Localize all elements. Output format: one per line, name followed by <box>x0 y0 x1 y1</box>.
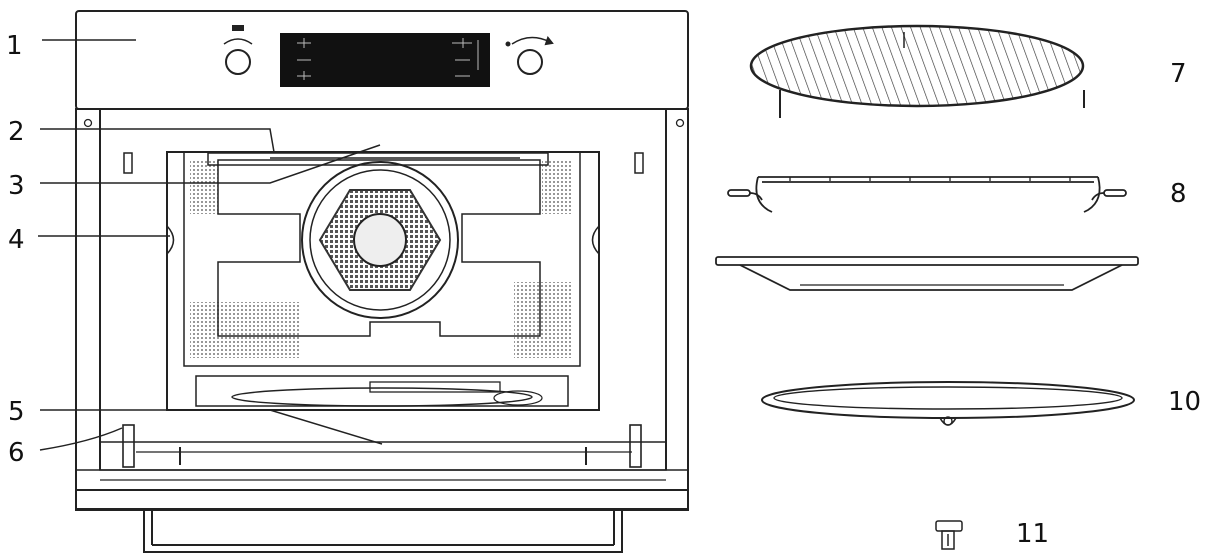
callout-4: 4 <box>8 225 25 255</box>
callout-5: 5 <box>8 397 25 427</box>
baking-tray <box>715 256 1139 291</box>
round-wire-rack <box>749 24 1085 118</box>
callout-11: 11 <box>1016 519 1049 549</box>
callout-7: 7 <box>1170 59 1187 89</box>
callout-numbers: 1 2 3 4 5 6 7 8 10 11 <box>6 31 1201 549</box>
callout-10: 10 <box>1168 387 1201 417</box>
wire-rack-with-handles <box>727 176 1127 213</box>
leader-lines <box>38 39 383 451</box>
oven-cavity <box>123 151 644 411</box>
left-control-knob <box>223 25 253 75</box>
callout-2: 2 <box>8 117 25 147</box>
callout-3: 3 <box>8 171 25 201</box>
oven <box>75 10 689 553</box>
turntable-plate <box>761 381 1135 426</box>
oven-door <box>75 424 689 553</box>
display-screen <box>280 33 490 87</box>
callout-8: 8 <box>1170 179 1187 209</box>
callout-1: 1 <box>6 31 23 61</box>
callout-6: 6 <box>8 438 25 468</box>
roller-part <box>935 520 963 550</box>
right-control-knob <box>505 35 554 75</box>
